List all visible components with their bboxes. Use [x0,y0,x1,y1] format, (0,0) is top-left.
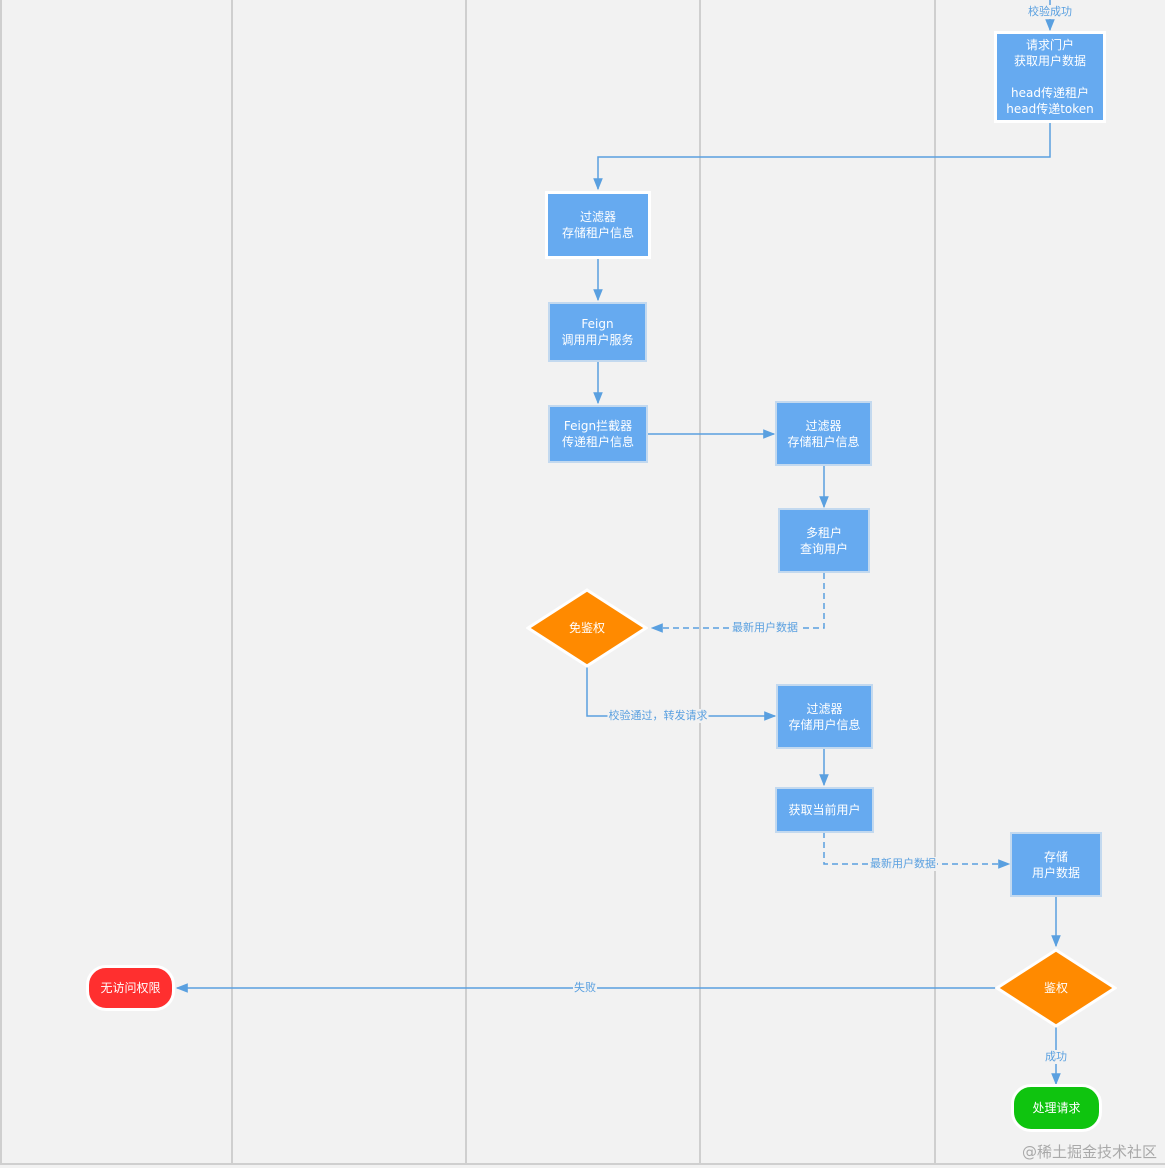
node-auth-exempt-decision[interactable]: 免鉴权 [526,588,648,668]
node-auth-decision[interactable]: 鉴权 [995,948,1117,1028]
lane-divider [0,0,2,1164]
lane-bottom-border [0,1163,1165,1165]
diamond-shape [995,948,1117,1028]
edge-portal-to-filter [593,122,1051,191]
node-filter-store-tenant-2[interactable]: 过滤器 存储租户信息 [775,401,872,466]
node-multi-tenant-query[interactable]: 多租户 查询用户 [778,508,870,573]
decision-label: 免鉴权 [568,621,605,635]
node-no-access[interactable]: 无访问权限 [86,965,175,1011]
edge-label-fail: 失败 [573,981,597,995]
node-handle-request[interactable]: 处理请求 [1011,1084,1102,1132]
edge-exempt-to-filter-user [586,667,777,721]
node-feign-call[interactable]: Feign 调用用户服务 [548,302,647,362]
lane-divider [934,0,936,1164]
edge-label-validate-pass-forward: 校验通过，转发请求 [607,709,709,723]
edge-label-validate-success: 校验成功 [1027,5,1073,19]
lane-divider [231,0,233,1164]
lane-divider [699,0,701,1164]
edge-label-latest-user-data: 最新用户数据 [731,621,799,635]
node-request-portal[interactable]: 请求门户 获取用户数据 head传递租户 head传递token [994,31,1106,123]
edge-label-latest-user-data: 最新用户数据 [869,857,937,871]
node-filter-store-tenant[interactable]: 过滤器 存储租户信息 [545,191,651,259]
node-get-current-user[interactable]: 获取当前用户 [775,787,874,833]
node-filter-store-user[interactable]: 过滤器 存储用户信息 [776,684,873,749]
node-store-user-data[interactable]: 存储 用户数据 [1010,832,1102,897]
watermark: @稀土掘金技术社区 [1021,1143,1157,1161]
edge-get-user-to-store [823,832,1011,869]
node-feign-interceptor[interactable]: Feign拦截器 传递租户信息 [548,405,648,463]
lane-divider [465,0,467,1164]
diamond-shape [526,588,648,668]
decision-label: 鉴权 [1043,981,1068,995]
edge-label-success: 成功 [1044,1050,1068,1064]
edge-query-to-exempt [650,573,825,633]
